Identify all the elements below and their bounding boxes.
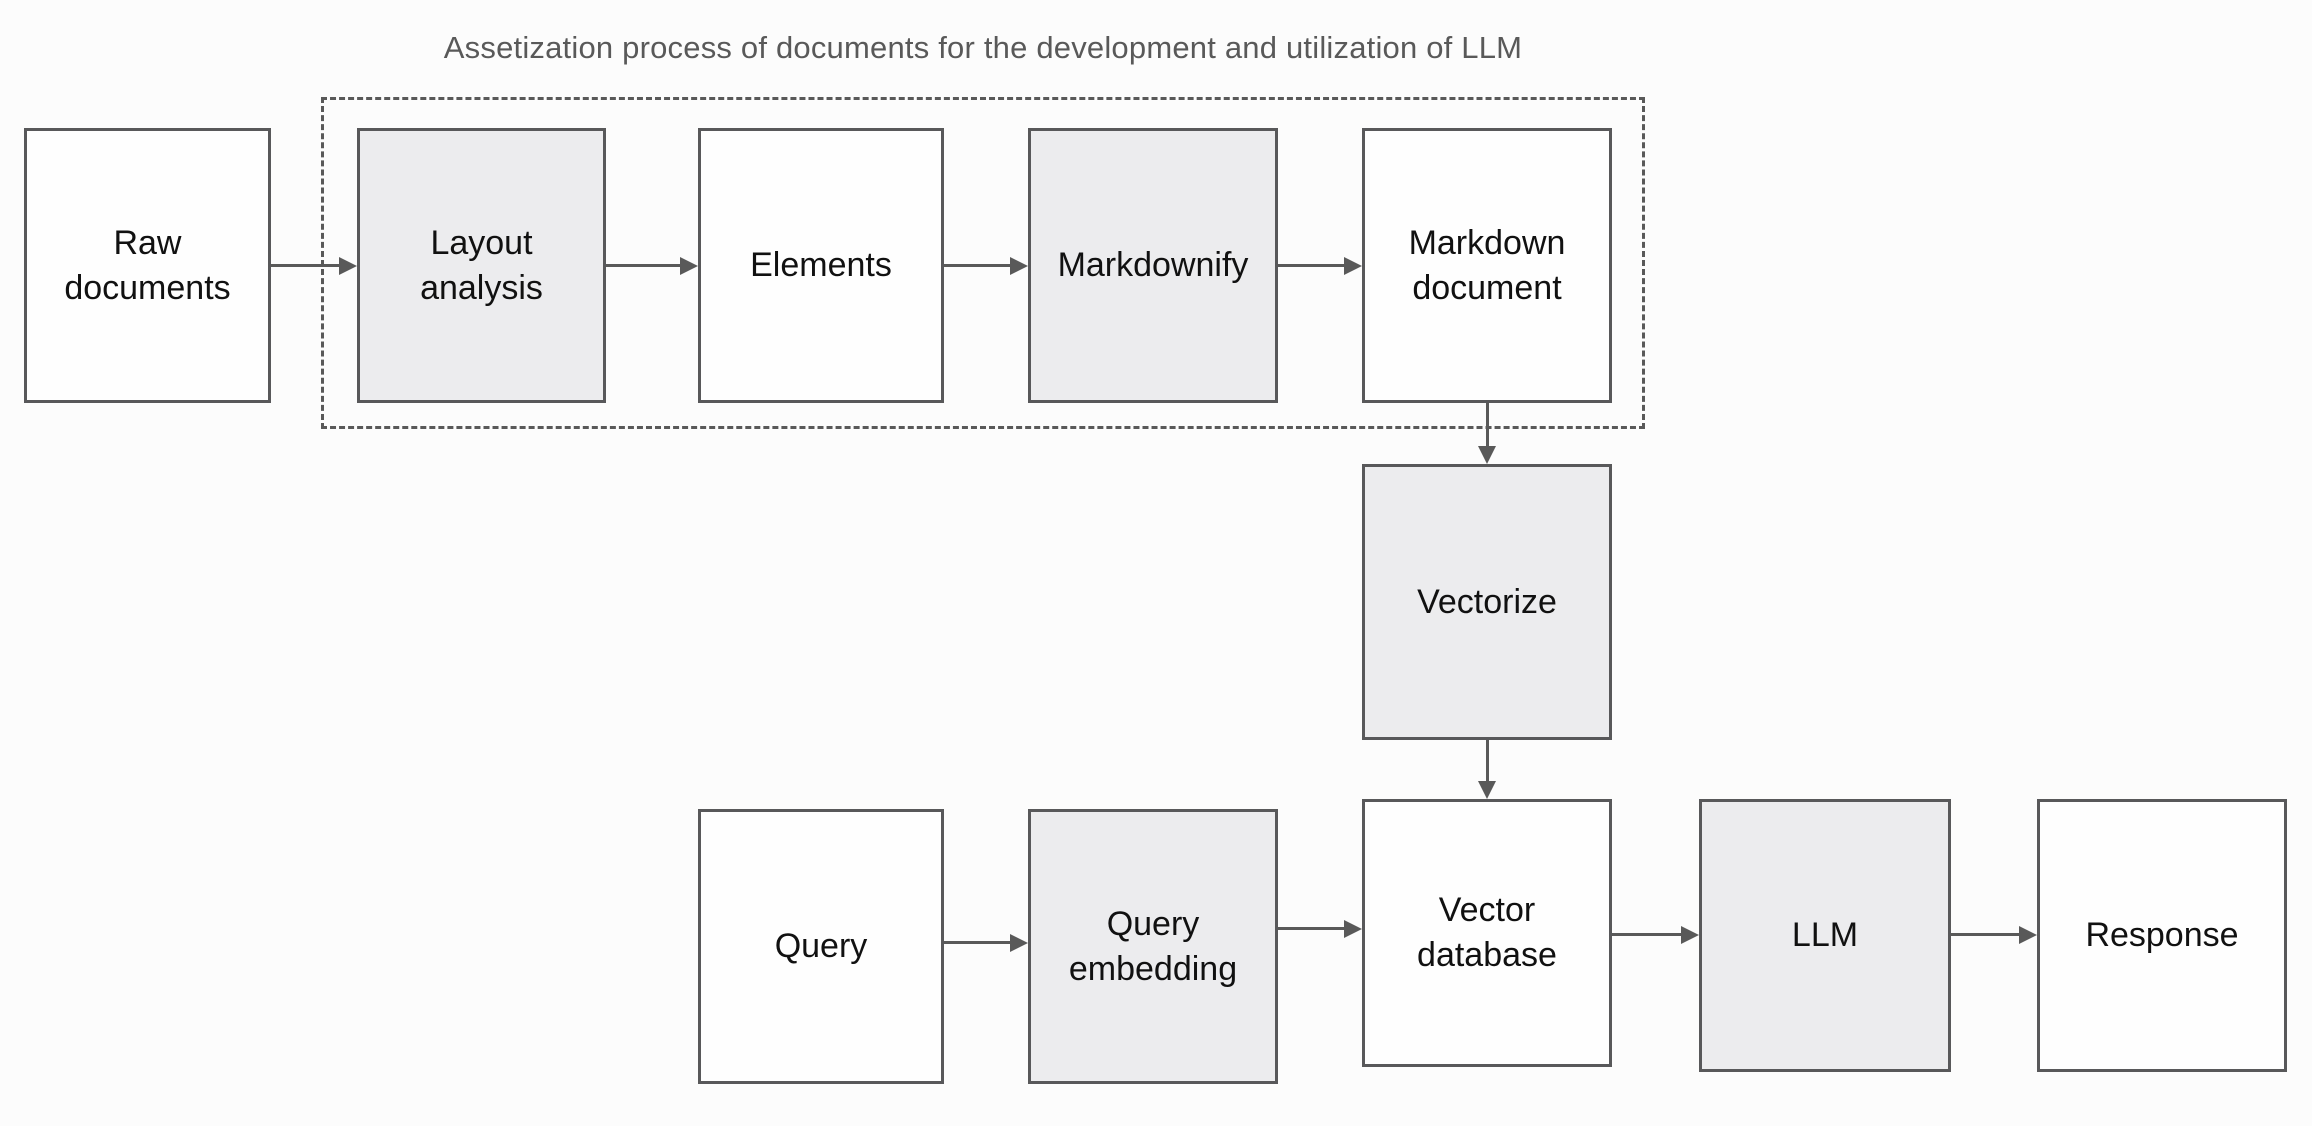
arrowhead-right-icon: [1681, 926, 1699, 944]
arrow-line: [944, 941, 1010, 944]
arrowhead-right-icon: [339, 257, 357, 275]
node-response: Response: [2037, 799, 2287, 1072]
node-markdownify-label: Markdownify: [1057, 246, 1249, 285]
node-raw-documents: Raw documents: [24, 128, 271, 403]
node-query-label: Query: [774, 927, 868, 966]
arrow-line: [1486, 403, 1489, 446]
arrow-line: [1951, 933, 2019, 936]
arrowhead-down-icon: [1478, 446, 1496, 464]
node-raw-documents-label: Raw documents: [64, 223, 231, 307]
arrow-line: [1278, 264, 1344, 267]
arrow-line: [606, 264, 680, 267]
node-vector-database: Vector database: [1362, 799, 1612, 1067]
arrowhead-right-icon: [1344, 257, 1362, 275]
node-query-embedding: Query embedding: [1028, 809, 1278, 1084]
node-query: Query: [698, 809, 944, 1084]
node-vectorize-label: Vectorize: [1417, 582, 1557, 621]
arrow-line: [1486, 740, 1489, 781]
arrow-line: [1278, 927, 1344, 930]
node-vectorize: Vectorize: [1362, 464, 1612, 740]
arrowhead-down-icon: [1478, 781, 1496, 799]
node-layout-analysis: Layout analysis: [357, 128, 606, 403]
node-markdown-document: Markdown document: [1362, 128, 1612, 403]
arrowhead-right-icon: [2019, 926, 2037, 944]
node-llm-label: LLM: [1791, 916, 1859, 955]
arrowhead-right-icon: [1010, 257, 1028, 275]
node-vector-database-label: Vector database: [1417, 891, 1557, 974]
node-query-embedding-label: Query embedding: [1068, 904, 1238, 988]
arrow-line: [1612, 933, 1681, 936]
node-response-label: Response: [2085, 916, 2239, 955]
node-elements: Elements: [698, 128, 944, 403]
assetization-group-border: [321, 97, 1645, 429]
node-elements-label: Elements: [750, 246, 892, 285]
diagram-title: Assetization process of documents for th…: [443, 30, 1523, 65]
arrow-line: [944, 264, 1010, 267]
arrowhead-right-icon: [1010, 934, 1028, 952]
node-markdown-document-label: Markdown document: [1408, 223, 1566, 307]
arrowhead-right-icon: [680, 257, 698, 275]
node-markdownify: Markdownify: [1028, 128, 1278, 403]
arrow-line: [271, 264, 339, 267]
node-layout-analysis-label: Layout analysis: [420, 223, 543, 307]
node-llm: LLM: [1699, 799, 1951, 1072]
arrowhead-right-icon: [1344, 920, 1362, 938]
